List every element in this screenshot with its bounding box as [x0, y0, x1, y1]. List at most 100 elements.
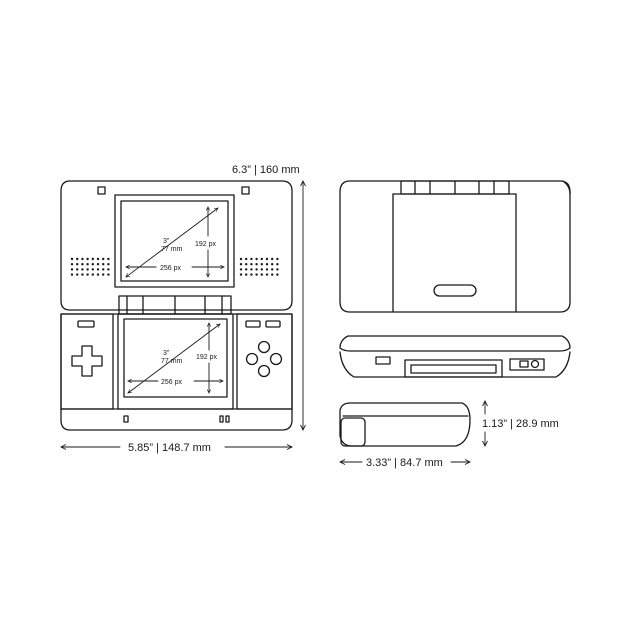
speaker-hole [102, 257, 105, 261]
speaker-hole [239, 273, 243, 276]
left-control-panel [60, 313, 114, 410]
speaker-hole [255, 268, 258, 271]
stylus-slot [375, 356, 391, 365]
speaker-hole [91, 268, 95, 271]
speaker-hole [255, 263, 258, 266]
speaker-hole [265, 257, 269, 261]
speaker-hole [276, 257, 279, 261]
top-shell [60, 180, 293, 311]
side-shell [339, 402, 471, 447]
speaker-hole [91, 263, 95, 266]
speaker-hole [265, 263, 269, 266]
speaker-hole [271, 273, 274, 276]
speaker-hole [91, 273, 95, 276]
speaker-hole [250, 263, 253, 266]
speaker-hole [239, 257, 243, 261]
speaker-hole [76, 268, 79, 271]
speaker-hole [265, 268, 269, 271]
speaker-hole [271, 257, 274, 261]
depth-label: 3.33” | 84.7 mm [366, 457, 443, 469]
speaker-hole [96, 263, 100, 266]
speaker-hole [91, 257, 95, 261]
speaker-hole [260, 268, 263, 271]
bottom-screen-diag-mm: 77 mm [161, 358, 183, 365]
battery-cover [433, 284, 477, 297]
bottom-screen-width-px: 256 px [161, 379, 183, 386]
led-left [219, 415, 224, 423]
speaker-hole [265, 273, 269, 276]
right-control-panel [236, 313, 293, 410]
face-button-a [269, 352, 283, 366]
power-button [265, 320, 281, 328]
left-speaker-grille [70, 257, 110, 276]
right-speaker-grille [239, 257, 279, 276]
speaker-hole [245, 268, 248, 271]
width-dimension-label: 5.85” | 148.7 mm [128, 442, 211, 454]
led-right [225, 415, 230, 423]
speaker-hole [86, 273, 89, 276]
cartridge-slot [404, 359, 503, 378]
bottom-screen-height-px: 192 px [196, 354, 218, 361]
back-view [339, 180, 571, 313]
speaker-hole [245, 263, 248, 266]
face-button-b [257, 364, 271, 378]
back-right-lip [562, 180, 571, 195]
bottom-shell [60, 313, 293, 431]
speaker-hole [107, 273, 110, 276]
speaker-hole [102, 268, 105, 271]
speaker-hole [245, 257, 248, 261]
bottom-screen [123, 318, 228, 398]
speaker-hole [76, 257, 79, 261]
front-view: 3” 77 mm 192 px 256 px 3” 77 mm 192 px 2… [60, 164, 303, 454]
speaker-hole [102, 263, 105, 266]
thickness-label: 1.13” | 28.9 mm [482, 418, 559, 430]
mic-slot [123, 415, 129, 423]
speaker-hole [276, 268, 279, 271]
speaker-hole [271, 268, 274, 271]
speaker-hole [255, 273, 258, 276]
speaker-hole [239, 263, 243, 266]
select-button [77, 320, 95, 328]
speaker-hole [107, 268, 110, 271]
bottom-screen-bezel [117, 313, 234, 410]
speaker-hole [239, 268, 243, 271]
top-screen [120, 200, 229, 282]
top-right-sensor [241, 186, 250, 195]
speaker-hole [260, 263, 263, 266]
top-left-sensor [97, 186, 106, 195]
speaker-hole [271, 263, 274, 266]
front-edge-view [339, 335, 571, 378]
speaker-hole [81, 263, 84, 266]
edge-right-port [509, 358, 545, 371]
face-button-x [257, 340, 271, 354]
top-screen-diag-in: 3” [163, 238, 170, 245]
speaker-hole [96, 257, 100, 261]
speaker-hole [86, 257, 89, 261]
speaker-hole [81, 268, 84, 271]
dpad [71, 345, 103, 377]
speaker-hole [81, 257, 84, 261]
speaker-hole [70, 273, 74, 276]
speaker-hole [107, 257, 110, 261]
speaker-hole [81, 273, 84, 276]
speaker-hole [96, 273, 100, 276]
speaker-hole [76, 263, 79, 266]
top-screen-diag-mm: 77 mm [161, 246, 183, 253]
bottom-screen-annotations: 3” 77 mm 192 px 256 px [128, 322, 224, 394]
side-view: 1.13” | 28.9 mm 3.33” | 84.7 mm [339, 401, 559, 469]
speaker-hole [70, 257, 74, 261]
speaker-hole [250, 257, 253, 261]
edge-top-shell [339, 335, 571, 352]
face-buttons [245, 340, 283, 378]
speaker-hole [276, 273, 279, 276]
top-screen-height-px: 192 px [195, 241, 217, 248]
speaker-hole [70, 263, 74, 266]
bottom-screen-diag-in: 3” [163, 350, 170, 357]
speaker-hole [96, 268, 100, 271]
speaker-hole [76, 273, 79, 276]
speaker-hole [245, 273, 248, 276]
speaker-hole [107, 263, 110, 266]
speaker-hole [70, 268, 74, 271]
speaker-hole [250, 273, 253, 276]
